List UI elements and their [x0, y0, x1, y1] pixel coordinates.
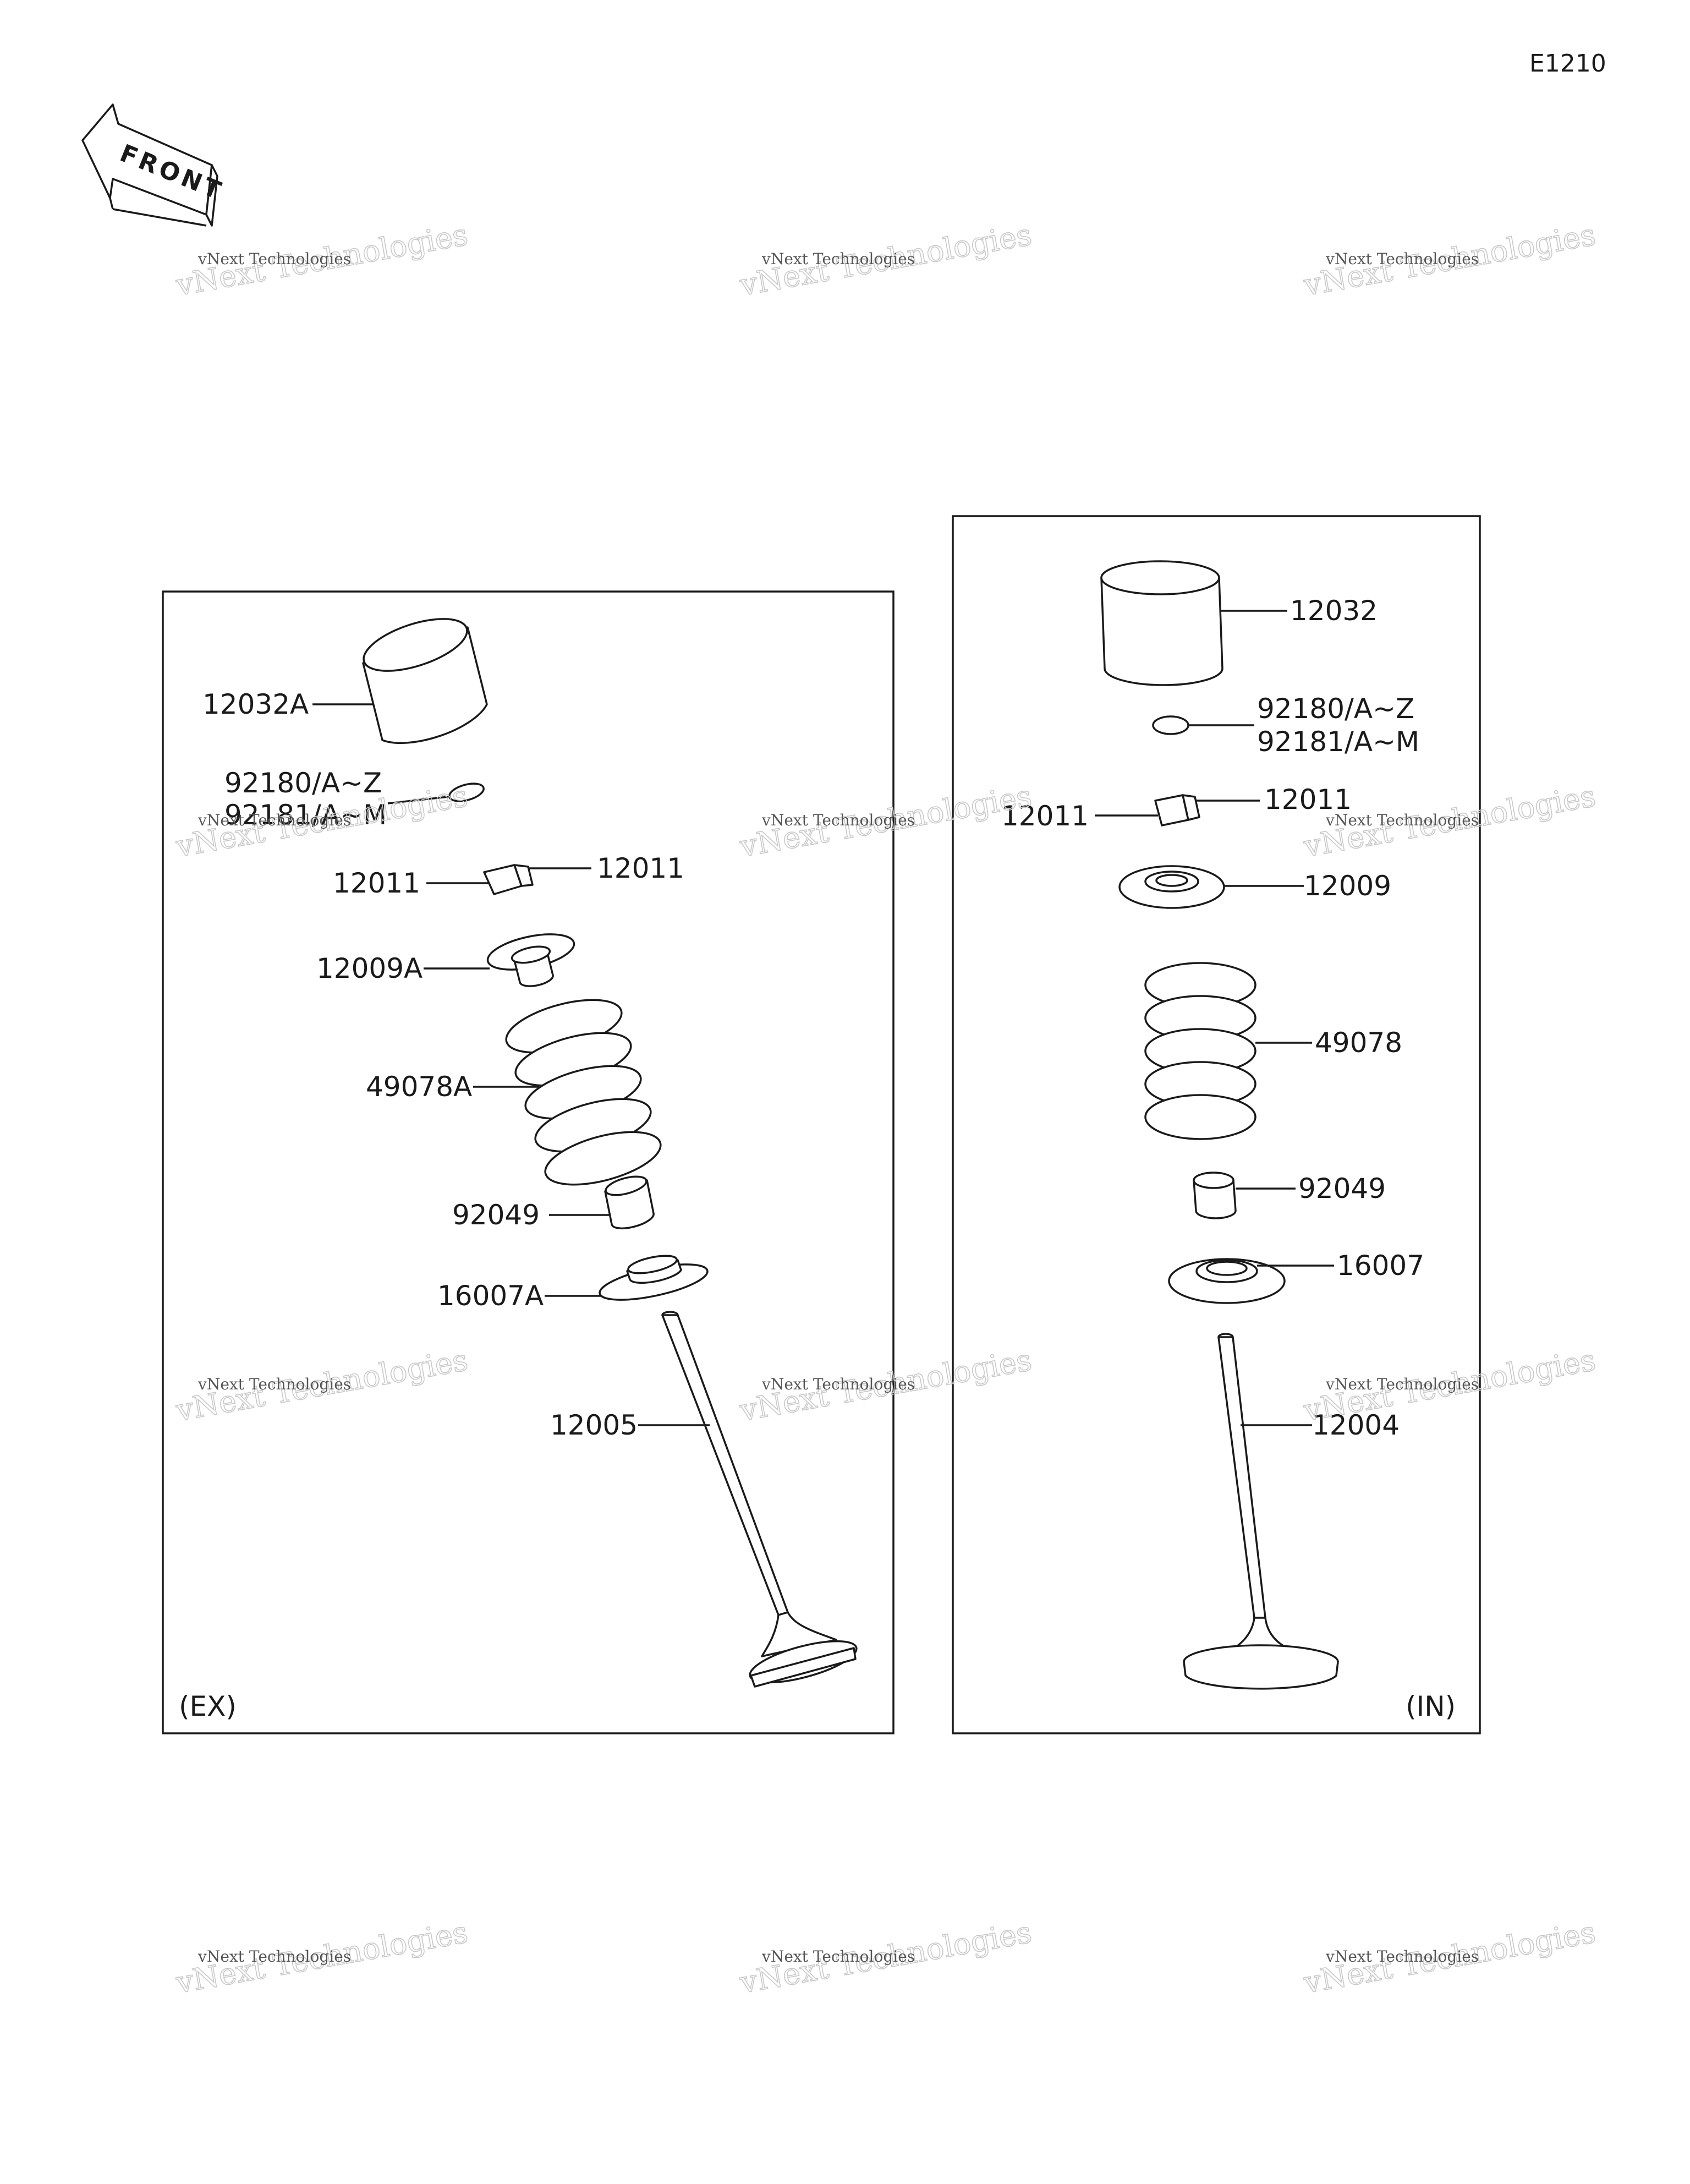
- intake-label-cotter-right: 12011: [1264, 784, 1352, 815]
- intake-frame: [952, 515, 1481, 1734]
- exhaust-valve: [661, 1311, 858, 1688]
- intake-label-retainer: 12009: [1304, 870, 1391, 902]
- exhaust-label-spring-seat: 16007A: [437, 1280, 544, 1312]
- intake-panel-tag: (IN): [1406, 1690, 1456, 1722]
- exhaust-shim: [448, 782, 485, 802]
- watermark-small-text: vNext Technologies: [1325, 250, 1479, 268]
- exhaust-label-shim-1: 92180/A~Z: [224, 767, 382, 799]
- intake-lifter: [1100, 560, 1223, 686]
- watermark-small-text: vNext Technologies: [761, 250, 915, 268]
- intake-label-cotter-left: 12011: [1001, 800, 1089, 832]
- exhaust-label-shim-2: 92181/A~M: [224, 799, 387, 831]
- exhaust-label-cotter-right: 12011: [597, 852, 684, 884]
- exhaust-retainer: [486, 933, 575, 987]
- exhaust-spring: [505, 999, 662, 1186]
- exhaust-label-cotter-left: 12011: [333, 867, 420, 899]
- watermark-small-text: vNext Technologies: [197, 250, 351, 268]
- exhaust-lifter: [362, 618, 488, 744]
- intake-label-stem-seal: 92049: [1298, 1173, 1386, 1205]
- exhaust-label-stem-seal: 92049: [452, 1199, 540, 1231]
- watermark-small-text: vNext Technologies: [197, 811, 351, 829]
- intake-valve: [1183, 1333, 1339, 1690]
- intake-label-valve: 12004: [1312, 1409, 1400, 1441]
- intake-spring-seat: [1168, 1258, 1286, 1304]
- exhaust-cotters: [483, 864, 534, 895]
- watermark-small-text: vNext Technologies: [1325, 811, 1479, 829]
- watermark-small-text: vNext Technologies: [1325, 1947, 1479, 1966]
- diagram-code: E1210: [1529, 50, 1606, 78]
- intake-spring: [1144, 962, 1256, 1140]
- watermark-small-text: vNext Technologies: [197, 1375, 351, 1393]
- intake-label-spring: 49078: [1315, 1027, 1402, 1059]
- exhaust-frame: [162, 590, 895, 1734]
- watermark-small-text: vNext Technologies: [761, 811, 915, 829]
- watermark-small-text: vNext Technologies: [761, 1947, 915, 1966]
- intake-retainer: [1118, 865, 1225, 909]
- exhaust-panel: 12032A 92180/A~Z 92181/A~M 12011 12011 1…: [162, 590, 895, 1734]
- intake-label-shim-2: 92181/A~M: [1257, 726, 1419, 758]
- intake-shim: [1152, 715, 1189, 735]
- intake-cotters: [1154, 794, 1200, 826]
- exhaust-stem-seal: [604, 1175, 655, 1230]
- exhaust-panel-tag: (EX): [179, 1690, 237, 1722]
- exhaust-label-lifter: 12032A: [202, 688, 309, 720]
- watermark-small-text: vNext Technologies: [197, 1947, 351, 1966]
- front-arrow-icon: FRONT: [81, 103, 228, 227]
- exhaust-label-valve: 12005: [550, 1409, 638, 1441]
- intake-label-lifter: 12032: [1290, 595, 1378, 627]
- watermark-small-text: vNext Technologies: [1325, 1375, 1479, 1393]
- intake-panel: 12032 92180/A~Z 92181/A~M 12011 12011 12…: [952, 515, 1481, 1734]
- exhaust-label-spring: 49078A: [366, 1071, 472, 1103]
- intake-label-spring-seat: 16007: [1337, 1250, 1424, 1282]
- watermark-small-text: vNext Technologies: [761, 1375, 915, 1393]
- exhaust-spring-seat: [599, 1255, 709, 1301]
- intake-stem-seal: [1193, 1172, 1237, 1219]
- exhaust-label-retainer: 12009A: [316, 953, 422, 984]
- intake-label-shim-1: 92180/A~Z: [1257, 693, 1414, 725]
